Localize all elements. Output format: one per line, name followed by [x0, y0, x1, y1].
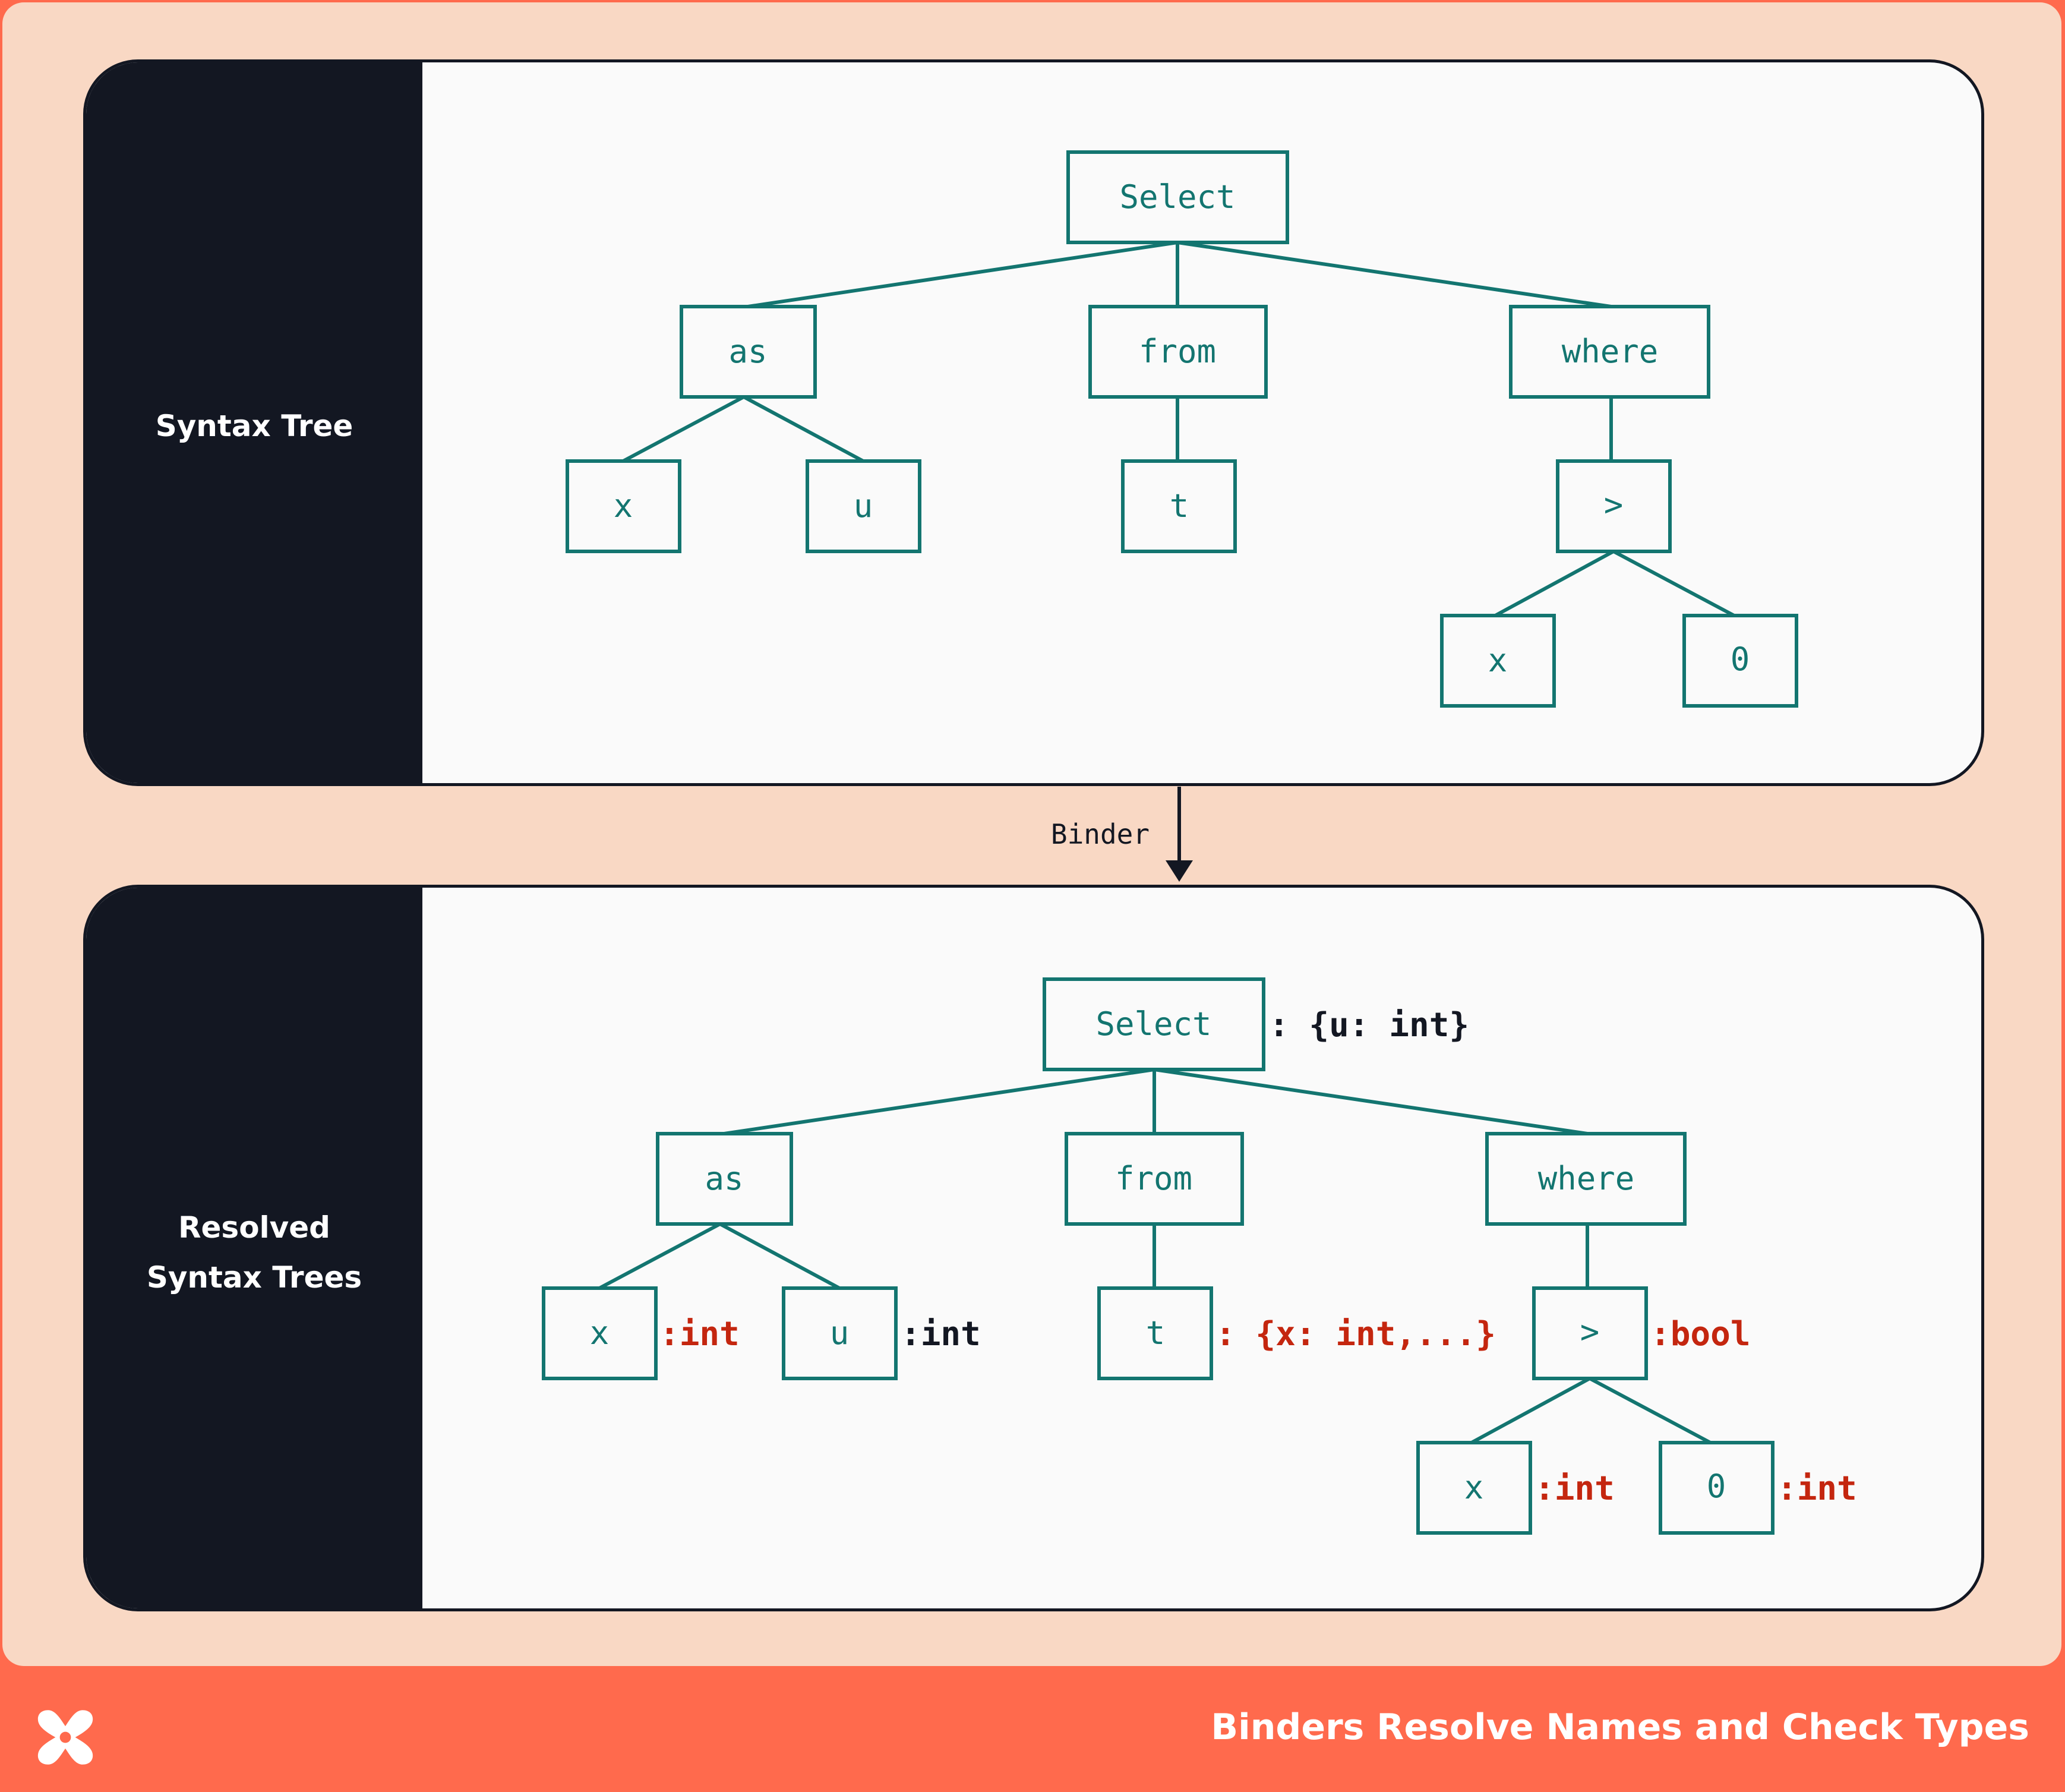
node-t: t	[1097, 1286, 1213, 1380]
edge	[1177, 241, 1612, 308]
node-where: where	[1509, 305, 1710, 399]
svg-text:x: x	[1464, 1469, 1484, 1506]
node-select: Select	[1066, 150, 1289, 244]
type-annotation-x: :int	[659, 1315, 740, 1354]
type-annotation-select: : {u: int}	[1269, 1006, 1469, 1045]
svg-text:u: u	[830, 1314, 850, 1352]
edge	[747, 241, 1178, 308]
type-annotation-x2: :int	[1534, 1469, 1615, 1508]
svg-text:x: x	[614, 487, 633, 525]
svg-text:Select: Select	[1095, 1005, 1211, 1043]
edge	[1612, 550, 1735, 617]
node-from: from	[1088, 305, 1268, 399]
edge	[598, 1222, 721, 1290]
binder-arrow	[1166, 787, 1193, 882]
edge	[1154, 1068, 1588, 1135]
node-where: where	[1485, 1132, 1687, 1226]
node-gt: >	[1556, 459, 1672, 553]
type-annotation-u: :int	[901, 1315, 981, 1354]
node-x2: x	[1440, 614, 1556, 708]
panel-title: Syntax Tree	[155, 409, 353, 443]
trees-svg: Select as from where x u t >	[542, 150, 1857, 1535]
edge	[1470, 1377, 1591, 1444]
footer-title: Binders Resolve Names and Check Types	[1211, 1706, 2029, 1748]
top-tree-edges	[622, 241, 1735, 617]
bottom-tree-edges	[598, 1068, 1712, 1444]
svg-text:Select: Select	[1119, 178, 1235, 216]
svg-text:where: where	[1562, 333, 1659, 370]
panel-sidebar: Resolved Syntax Trees	[86, 888, 422, 1608]
node-zero: 0	[1682, 614, 1798, 708]
svg-text:u: u	[854, 487, 873, 525]
svg-text:as: as	[705, 1160, 743, 1197]
node-gt: >	[1532, 1286, 1648, 1380]
node-x2: x	[1416, 1441, 1532, 1535]
svg-text:t: t	[1146, 1314, 1166, 1352]
node-zero: 0	[1659, 1441, 1774, 1535]
node-x: x	[566, 459, 681, 553]
svg-text:>: >	[1580, 1313, 1600, 1351]
svg-text:t: t	[1170, 487, 1189, 525]
svg-text:0: 0	[1707, 1468, 1726, 1505]
panel-title-line1: Resolved	[178, 1210, 330, 1245]
node-select: Select	[1043, 977, 1265, 1071]
type-annotation-gt: :bool	[1650, 1315, 1751, 1354]
svg-text:x: x	[590, 1314, 610, 1352]
svg-text:as: as	[728, 333, 767, 370]
edge	[1494, 550, 1615, 617]
svg-text:>: >	[1604, 486, 1624, 523]
svg-text:x: x	[1488, 642, 1508, 679]
edge	[724, 1068, 1155, 1135]
node-u: u	[782, 1286, 898, 1380]
node-u: u	[806, 459, 921, 553]
panel-title-line2: Syntax Trees	[146, 1260, 362, 1295]
node-t: t	[1121, 459, 1237, 553]
node-as: as	[656, 1132, 793, 1226]
panel-sidebar: Syntax Tree	[86, 62, 422, 783]
edge	[1589, 1377, 1712, 1444]
node-from: from	[1065, 1132, 1244, 1226]
edge	[743, 395, 864, 463]
svg-text:0: 0	[1731, 641, 1750, 678]
node-x: x	[542, 1286, 658, 1380]
svg-text:where: where	[1538, 1160, 1635, 1197]
type-annotation-zero: :int	[1777, 1469, 1857, 1508]
edge	[622, 395, 745, 463]
type-annotation-t: : {x: int,...}	[1215, 1315, 1496, 1354]
node-as: as	[680, 305, 817, 399]
x-logo-icon	[37, 1710, 93, 1765]
svg-text:from: from	[1115, 1160, 1192, 1197]
svg-text:from: from	[1139, 333, 1216, 370]
syntax-tree-panel: Syntax Tree	[83, 59, 1984, 786]
binder-label: Binder	[1051, 818, 1150, 850]
footer-bar: Binders Resolve Names and Check Types	[0, 1668, 2065, 1792]
edge	[719, 1222, 841, 1290]
